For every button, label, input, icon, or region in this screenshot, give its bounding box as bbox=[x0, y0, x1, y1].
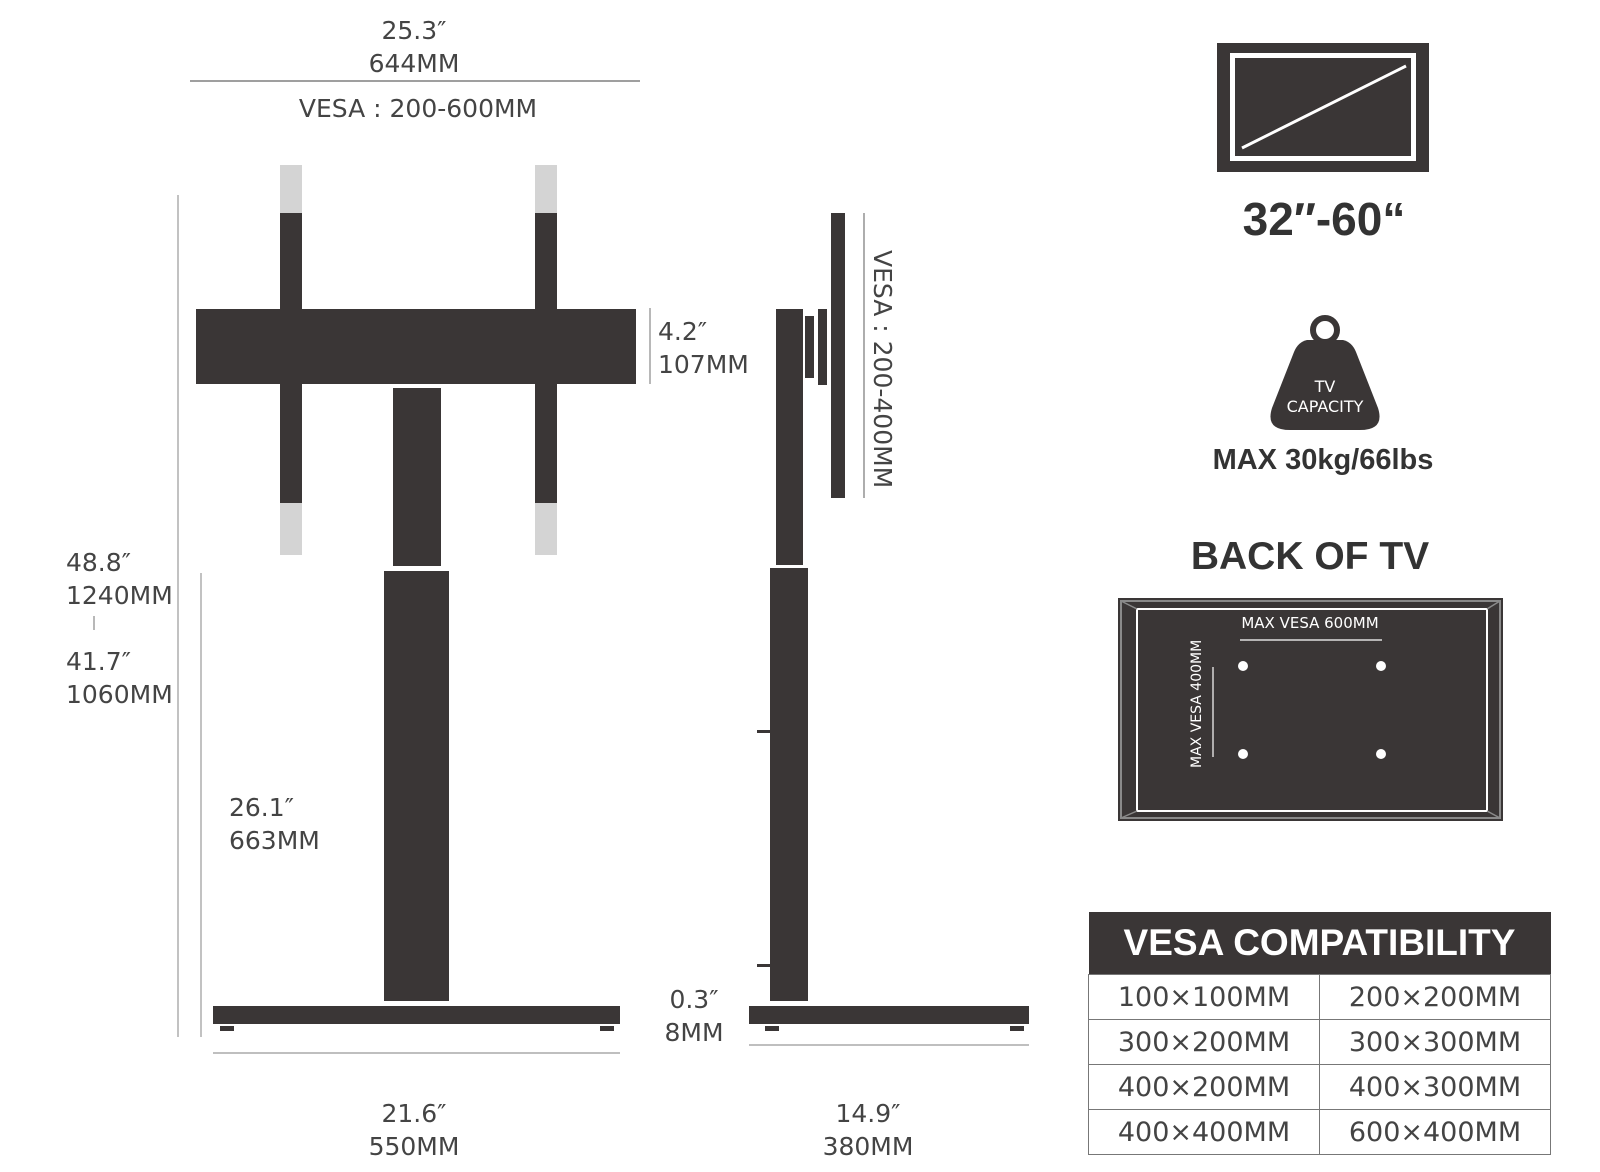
base-depth-mm: 380MM bbox=[822, 1132, 914, 1161]
back-of-tv-diagram bbox=[1118, 598, 1503, 821]
back-of-tv-title: BACK OF TV bbox=[1190, 535, 1430, 578]
side-base-foot-left bbox=[765, 1026, 779, 1031]
total-height-min-inches: 41.7″ bbox=[66, 647, 132, 676]
base-depth-inches: 14.9″ bbox=[835, 1099, 901, 1128]
vesa-size-cell: 400×300MM bbox=[1319, 1064, 1551, 1110]
bracket-height-label: 4.2″ 107MM bbox=[658, 315, 749, 381]
total-height-max-mm: 1240MM bbox=[66, 581, 173, 610]
total-height-min-mm: 1060MM bbox=[66, 680, 173, 709]
vesa-size-cell: 100×100MM bbox=[1088, 974, 1320, 1020]
right-arm-top-cap bbox=[535, 165, 557, 213]
lower-column bbox=[384, 571, 449, 1001]
side-upper-column bbox=[776, 309, 803, 565]
top-width-inches: 25.3″ bbox=[381, 16, 447, 45]
vesa-range-label: VESA : 200-600MM bbox=[298, 94, 538, 123]
vesa-size-cell: 400×200MM bbox=[1088, 1064, 1320, 1110]
base-thickness-inches: 0.3″ bbox=[669, 985, 719, 1014]
side-base-foot-right bbox=[1010, 1026, 1024, 1031]
vesa-size-cell: 200×200MM bbox=[1319, 974, 1551, 1020]
bracket-height-inches: 4.2″ bbox=[658, 317, 708, 346]
table-row: 300×200MM 300×300MM bbox=[1088, 1019, 1551, 1065]
total-height-min-label: 41.7″ 1060MM bbox=[66, 645, 173, 711]
side-base bbox=[749, 1006, 1029, 1024]
left-arm-bottom-cap bbox=[280, 503, 302, 555]
vesa-compatibility-table: VESA COMPATIBILITY 100×100MM 200×200MM 3… bbox=[1088, 912, 1551, 1155]
front-base bbox=[213, 1006, 620, 1024]
tv-screen-icon bbox=[1217, 43, 1429, 172]
front-base-foot-left bbox=[220, 1026, 234, 1031]
capacity-badge-line1: TV bbox=[1314, 377, 1336, 396]
capacity-badge-line2: CAPACITY bbox=[1286, 397, 1364, 416]
mount-hole-top-right bbox=[1376, 661, 1386, 671]
base-width-inches: 21.6″ bbox=[381, 1099, 447, 1128]
side-notch-upper bbox=[757, 730, 770, 733]
bracket-height-mm: 107MM bbox=[658, 350, 749, 379]
mount-hole-bottom-left bbox=[1238, 749, 1248, 759]
left-arm-top-cap bbox=[280, 165, 302, 213]
vesa-size-cell: 600×400MM bbox=[1319, 1109, 1551, 1155]
capacity-text: MAX 30kg/66lbs bbox=[1212, 444, 1434, 476]
table-row: 100×100MM 200×200MM bbox=[1088, 974, 1551, 1020]
top-width-label: 25.3″ 644MM bbox=[369, 14, 460, 80]
side-bracket-plate-2 bbox=[818, 309, 827, 385]
total-height-max-label: 48.8″ 1240MM bbox=[66, 546, 173, 612]
base-width-label: 21.6″ 550MM bbox=[369, 1097, 460, 1163]
capacity-badge-text: TV CAPACITY bbox=[1287, 377, 1364, 417]
column-height-inches: 26.1″ bbox=[229, 793, 295, 822]
base-depth-label: 14.9″ 380MM bbox=[823, 1097, 914, 1163]
vesa-table-title: VESA COMPATIBILITY bbox=[1088, 912, 1551, 975]
base-width-mm: 550MM bbox=[368, 1132, 460, 1161]
max-vesa-horizontal-label: MAX VESA 600MM bbox=[1241, 614, 1379, 632]
base-thickness-mm: 8MM bbox=[664, 1018, 724, 1047]
right-arm-bottom-cap bbox=[535, 503, 557, 555]
column-height-label: 26.1″ 663MM bbox=[229, 791, 320, 857]
side-tv-plate bbox=[831, 213, 845, 498]
total-height-max-inches: 48.8″ bbox=[66, 548, 132, 577]
table-row: 400×400MM 600×400MM bbox=[1088, 1109, 1551, 1155]
max-vesa-vertical-label: MAX VESA 400MM bbox=[1189, 639, 1205, 768]
mount-hole-top-left bbox=[1238, 661, 1248, 671]
front-view bbox=[93, 80, 651, 1054]
screen-size-label: 32″-60“ bbox=[1242, 193, 1406, 245]
top-width-mm: 644MM bbox=[368, 49, 460, 78]
vesa-size-cell: 300×300MM bbox=[1319, 1019, 1551, 1065]
side-view bbox=[749, 213, 1029, 1046]
front-base-foot-right bbox=[600, 1026, 614, 1031]
vesa-size-cell: 400×400MM bbox=[1088, 1109, 1320, 1155]
side-bracket-plate-1 bbox=[805, 316, 814, 378]
column-height-mm: 663MM bbox=[229, 826, 320, 855]
horizontal-bracket bbox=[196, 309, 636, 384]
side-lower-column bbox=[770, 568, 808, 1001]
upper-column bbox=[393, 388, 441, 566]
base-thickness-label: 0.3″ 8MM bbox=[664, 983, 723, 1049]
side-vesa-range-label: VESA : 200-400MM bbox=[868, 250, 897, 489]
side-notch-lower bbox=[757, 964, 770, 967]
vesa-size-cell: 300×200MM bbox=[1088, 1019, 1320, 1065]
weight-icon bbox=[1270, 315, 1380, 430]
mount-hole-bottom-right bbox=[1376, 749, 1386, 759]
table-row: 400×200MM 400×300MM bbox=[1088, 1064, 1551, 1110]
